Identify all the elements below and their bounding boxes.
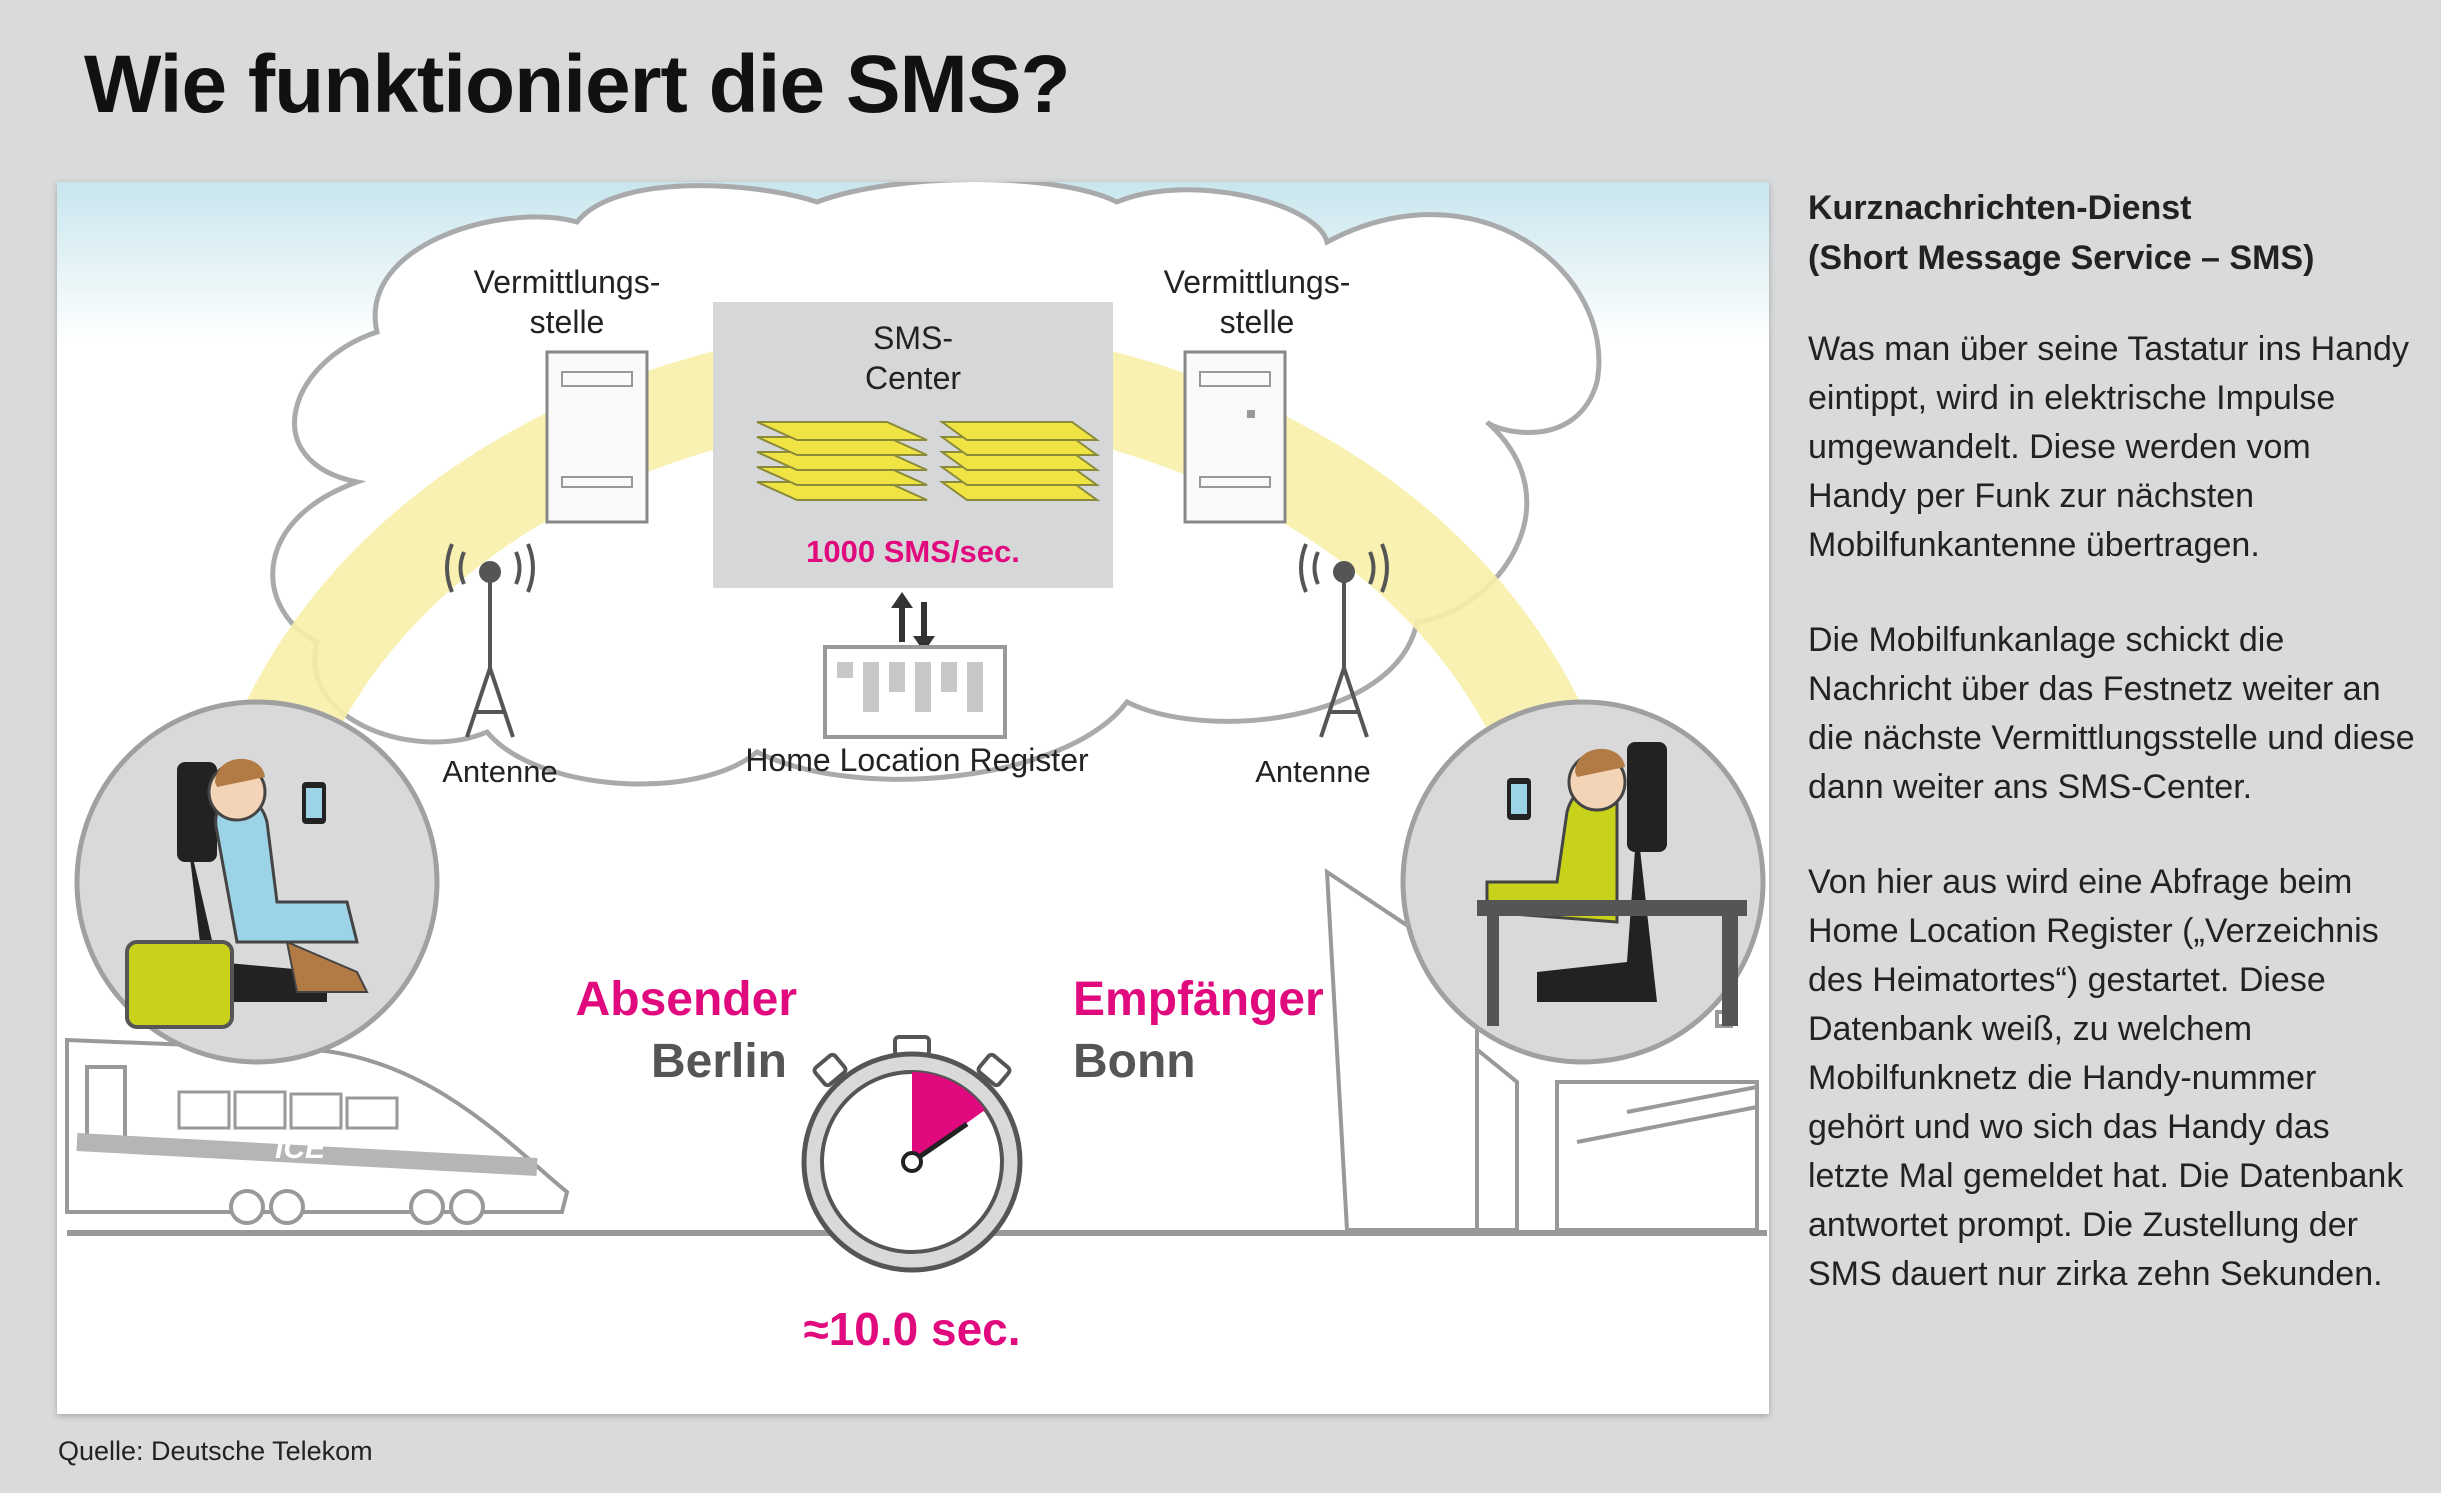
diagram-illustration <box>57 182 1769 1273</box>
antenna-right-label: Antenne <box>1255 754 1371 789</box>
receiver-role-label: Empfänger <box>1073 973 1324 1026</box>
hlr-database-icon <box>823 645 1007 739</box>
sms-rate-label: 1000 SMS/sec. <box>806 534 1020 569</box>
sidebar-paragraph-3: Von hier aus wird eine Abfrage beim Home… <box>1808 863 2404 1293</box>
sender-person-illustration <box>74 699 440 1065</box>
diagram-panel: Vermittlungs- stelle Vermittlungs- stell… <box>57 182 1769 1414</box>
stopwatch-icon <box>801 1035 1023 1273</box>
page-title: Wie funktioniert die SMS? <box>84 39 1071 130</box>
sender-city-label: Berlin <box>650 1035 787 1088</box>
switch-server-right-icon <box>1183 350 1287 524</box>
antenna-right-icon <box>1299 543 1389 738</box>
receiver-person-illustration <box>1400 699 1766 1065</box>
sms-stack-left-icon <box>756 421 928 501</box>
receiver-city-label: Bonn <box>1073 1035 1196 1088</box>
exchange-arrows-icon <box>891 592 935 652</box>
sidebar-heading: Kurznachrichten-Dienst (Short Message Se… <box>1808 189 2315 277</box>
sender-role-label: Absender <box>575 973 797 1026</box>
source-credit: Quelle: Deutsche Telekom <box>58 1436 373 1466</box>
train-label: ICE <box>275 1132 326 1165</box>
sms-stack-right-icon <box>938 421 1101 501</box>
sms-center-label: SMS- Center <box>864 320 962 396</box>
switch-left-label: Vermittlungs- stelle <box>473 264 661 340</box>
hlr-label: Home Location Register <box>745 742 1089 778</box>
sidebar-paragraph-1: Was man über seine Tastatur ins Handy ei… <box>1808 330 2409 564</box>
sidebar-paragraph-2: Die Mobilfunkanlage schickt die Nachrich… <box>1808 621 2415 806</box>
antenna-left-icon <box>445 543 535 738</box>
sidebar: Kurznachrichten-Dienst (Short Message Se… <box>1808 183 2418 1345</box>
duration-label: ≈10.0 sec. <box>803 1303 1021 1355</box>
switch-right-label: Vermittlungs- stelle <box>1163 264 1351 340</box>
switch-server-left-icon <box>545 350 649 524</box>
ice-train-icon <box>65 1037 570 1225</box>
antenna-left-label: Antenne <box>442 754 558 789</box>
